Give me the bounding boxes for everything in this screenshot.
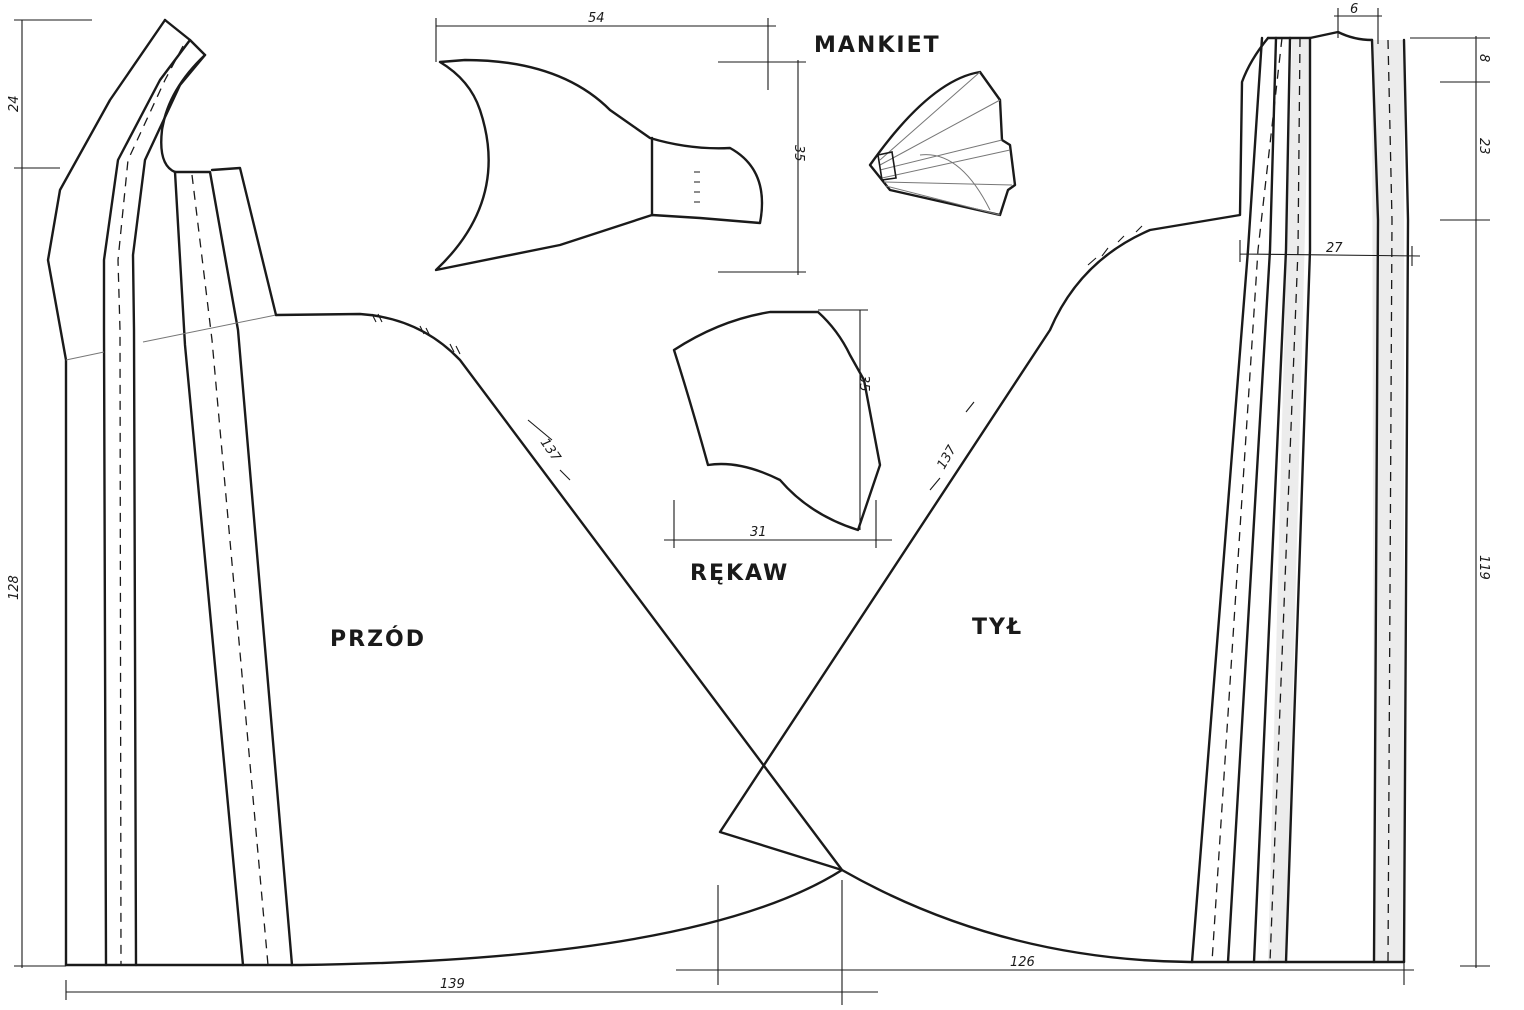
dim-back-height: 119	[1476, 555, 1491, 580]
sleeve-piece	[672, 310, 882, 532]
dim-cuff-width: 54	[588, 11, 605, 26]
label-rekaw: RĘKAW	[690, 561, 789, 586]
dim-back-diagonal: 137	[934, 442, 960, 472]
dim-back-chest: 27	[1326, 241, 1343, 256]
dim-sleeve-height: 35	[856, 375, 871, 392]
dim-back-armhole: 23	[1476, 138, 1491, 155]
dim-sleeve-width: 31	[750, 525, 767, 540]
dim-front-diagonal: 137	[537, 436, 564, 466]
dim-front-height: 128	[7, 575, 22, 600]
dim-back-shoulder: 6	[1350, 2, 1358, 17]
dim-back-top: 8	[1476, 54, 1491, 62]
dim-front-top: 24	[7, 95, 22, 112]
label-przod: PRZÓD	[330, 626, 426, 652]
label-tyl: TYŁ	[972, 615, 1023, 640]
back-piece	[718, 30, 1410, 964]
dim-back-width: 126	[1010, 955, 1035, 970]
dim-cuff-height: 35	[791, 145, 806, 162]
pleated-sleeve-piece	[868, 70, 1017, 217]
cuff-piece	[434, 58, 764, 272]
front-piece	[46, 18, 844, 967]
dim-front-width: 139	[440, 977, 465, 992]
label-mankiet: MANKIET	[814, 33, 941, 58]
dimension-lines	[14, 8, 1490, 1005]
